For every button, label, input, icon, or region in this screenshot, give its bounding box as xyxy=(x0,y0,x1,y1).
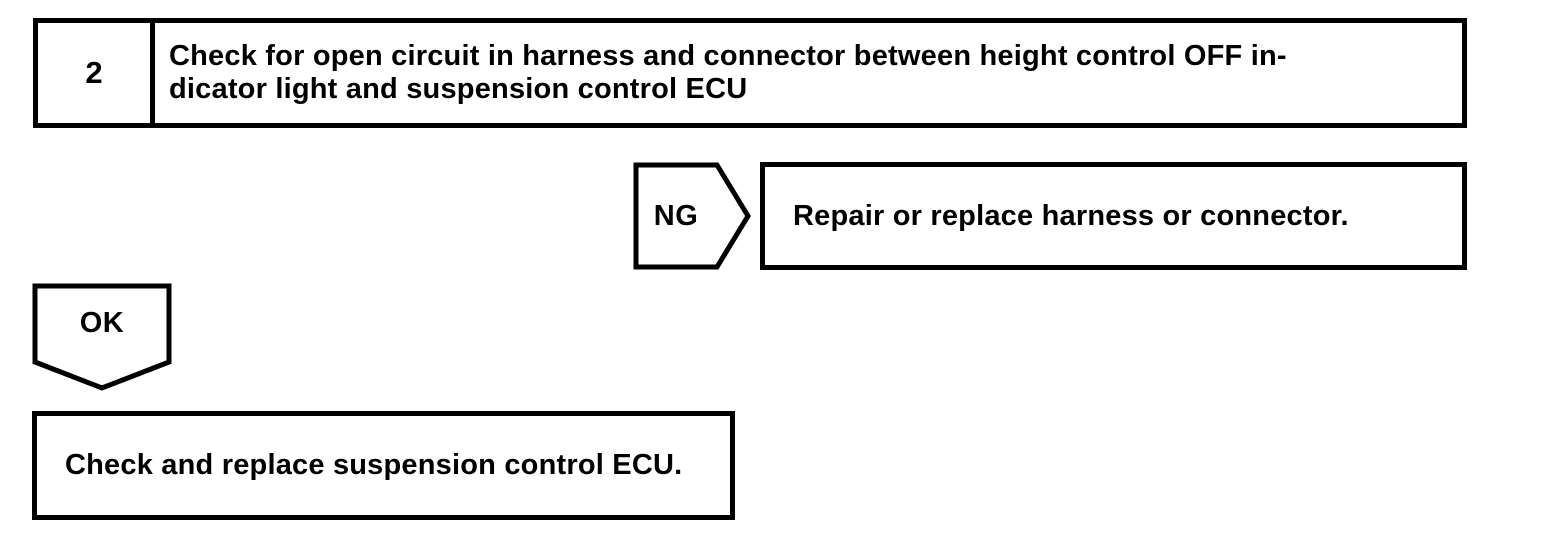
ok-action-text: Check and replace suspension control ECU… xyxy=(65,449,683,481)
step-box: 2 Check for open circuit in harness and … xyxy=(33,18,1467,128)
ng-label: NG xyxy=(653,199,699,232)
ok-connector: OK xyxy=(32,283,172,391)
step-title-line1: Check for open circuit in harness and co… xyxy=(169,40,1287,72)
ng-result-box: Repair or replace harness or connector. xyxy=(760,162,1467,270)
ng-pentagon-icon xyxy=(633,162,751,270)
step-number: 2 xyxy=(85,55,103,90)
step-number-cell: 2 xyxy=(38,23,155,123)
ng-connector: NG xyxy=(633,162,751,270)
ok-label: OK xyxy=(79,306,125,339)
ok-pentagon-icon xyxy=(32,283,172,391)
ng-action-text: Repair or replace harness or connector. xyxy=(793,199,1349,232)
step-description-cell: Check for open circuit in harness and co… xyxy=(155,23,1462,123)
ok-result-box: Check and replace suspension control ECU… xyxy=(32,411,735,520)
step-title-line2: dicator light and suspension control ECU xyxy=(169,73,748,105)
